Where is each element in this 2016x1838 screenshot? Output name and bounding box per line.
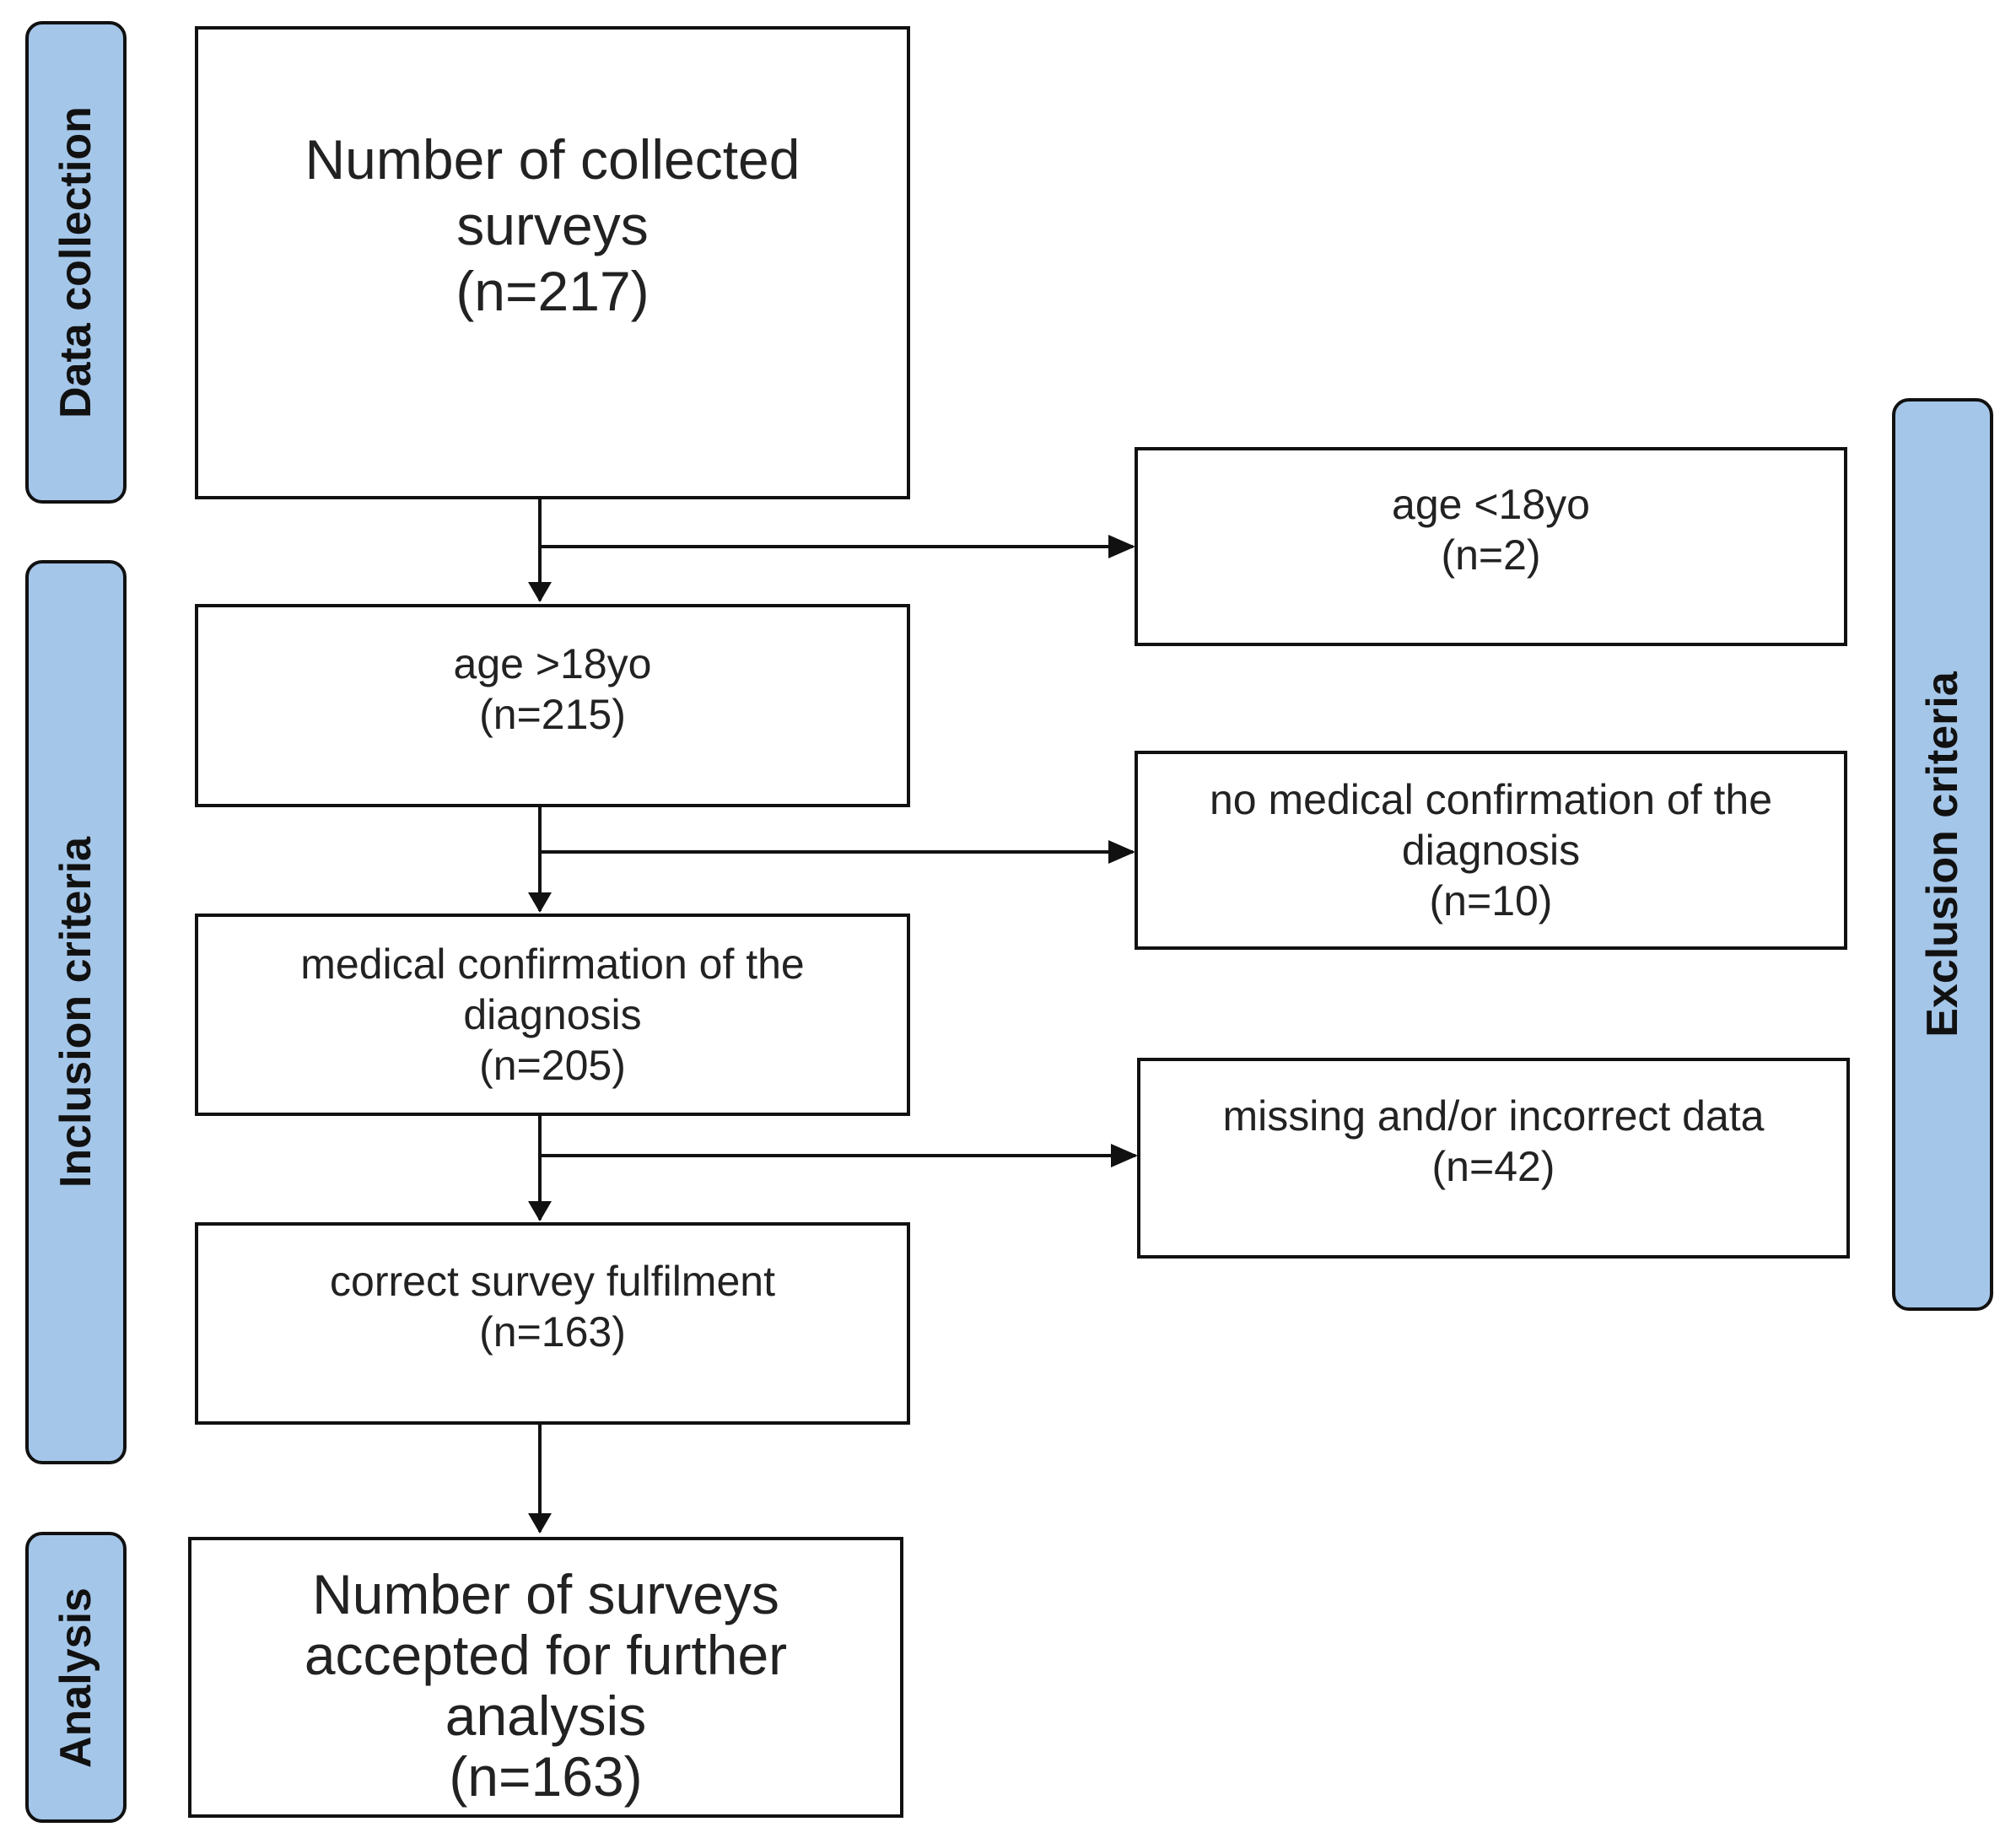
box-collected-surveys: Number of collected surveys (n=217): [195, 26, 910, 499]
box-no-medical-line2: diagnosis: [1401, 827, 1581, 874]
box-correct-line1: correct survey fulfilment: [330, 1258, 775, 1305]
box-excluded-age-under-18: age <18yo (n=2): [1135, 447, 1847, 646]
box-medical-count: (n=205): [479, 1042, 626, 1089]
phase-analysis: Analysis: [25, 1532, 127, 1823]
box-medical-line2: diagnosis: [463, 991, 642, 1038]
phase-exclusion-criteria: Exclusion criteria: [1892, 398, 1993, 1311]
box-missing-count: (n=42): [1431, 1143, 1555, 1190]
box-age-over-18: age >18yo (n=215): [195, 604, 910, 807]
box-accepted-surveys: Number of surveys accepted for further a…: [188, 1537, 903, 1818]
phase-data-collection: Data collection: [25, 21, 127, 504]
box-no-medical-line1: no medical confirmation of the: [1209, 776, 1773, 823]
box-collected-line2: surveys: [456, 193, 649, 256]
box-age-over-count: (n=215): [479, 690, 626, 738]
box-missing-line1: missing and/or incorrect data: [1222, 1092, 1765, 1140]
phase-inclusion-criteria: Inclusion criteria: [25, 560, 127, 1464]
box-medical-confirmation: medical confirmation of the diagnosis (n…: [195, 914, 910, 1116]
box-accepted-line1: Number of surveys: [312, 1563, 779, 1625]
box-accepted-count: (n=163): [449, 1745, 643, 1808]
box-accepted-line2: accepted for further: [304, 1624, 788, 1686]
box-collected-line1: Number of collected: [305, 127, 800, 191]
box-no-medical-count: (n=10): [1429, 877, 1553, 924]
box-medical-line1: medical confirmation of the: [300, 941, 805, 988]
box-correct-count: (n=163): [479, 1308, 626, 1356]
box-age-over-line1: age >18yo: [453, 639, 652, 687]
box-excluded-missing-data: missing and/or incorrect data (n=42): [1137, 1058, 1850, 1259]
box-age-under-count: (n=2): [1441, 531, 1541, 579]
box-excluded-no-medical: no medical confirmation of the diagnosis…: [1135, 751, 1847, 950]
box-correct-fulfilment: correct survey fulfilment (n=163): [195, 1222, 910, 1425]
box-age-under-line1: age <18yo: [1392, 481, 1590, 528]
box-collected-count: (n=217): [455, 259, 650, 322]
box-accepted-line3: analysis: [445, 1684, 647, 1747]
